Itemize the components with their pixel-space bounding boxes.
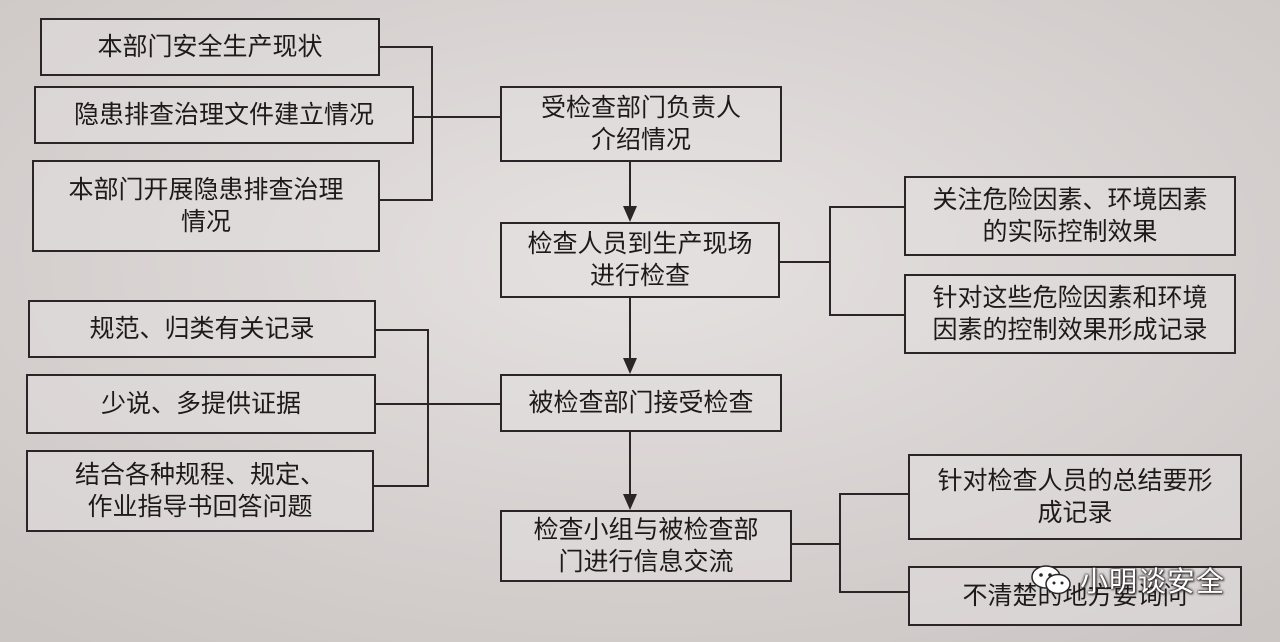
right-box-control-effect: 关注危险因素、环境因素 的实际控制效果 <box>904 176 1236 256</box>
arrow-head-3 <box>623 494 637 510</box>
arrow-head-2 <box>623 358 637 374</box>
watermark: 小明谈安全 <box>1030 560 1225 600</box>
step-site-inspection: 检查人员到生产现场 进行检查 <box>500 222 780 298</box>
left-box-hazard-governance: 本部门开展隐患排查治理 情况 <box>32 160 380 252</box>
wechat-icon <box>1030 563 1072 597</box>
right-box-summary-records: 针对检查人员的总结要形 成记录 <box>908 454 1242 540</box>
left-box-hazard-files: 隐患排查治理文件建立情况 <box>34 86 414 144</box>
step-information-exchange: 检查小组与被检查部 门进行信息交流 <box>500 510 792 582</box>
right-box-form-records: 针对这些危险因素和环境 因素的控制效果形成记录 <box>904 274 1236 354</box>
step-accept-inspection: 被检查部门接受检查 <box>500 374 782 432</box>
right-box-ask-unclear: 不清楚的地方要询问 <box>908 566 1242 626</box>
left-box-answer-questions: 结合各种规程、规定、 作业指导书回答问题 <box>26 450 374 532</box>
left-box-evidence: 少说、多提供证据 <box>26 374 376 434</box>
watermark-text: 小明谈安全 <box>1080 565 1226 598</box>
step-introduction: 受检查部门负责人 介绍情况 <box>500 86 782 162</box>
left-box-safety-status: 本部门安全生产现状 <box>40 18 380 76</box>
left-box-records: 规范、归类有关记录 <box>28 300 376 358</box>
arrow-head-1 <box>623 206 637 222</box>
